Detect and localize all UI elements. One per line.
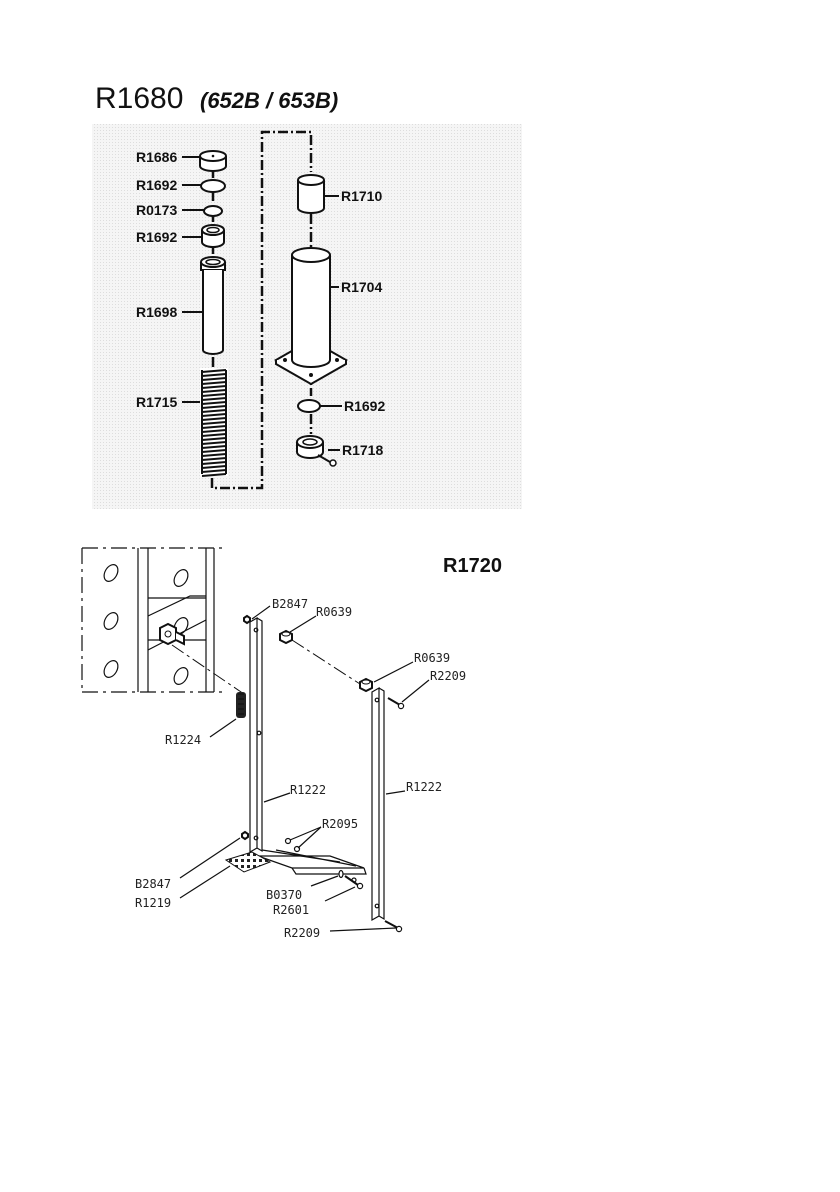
part-r1692-lower-ring [298, 400, 320, 412]
label-r1692-a: R1692 [136, 177, 177, 193]
inset-connector-line [172, 645, 244, 694]
label-r1224: R1224 [165, 733, 201, 747]
part-r2209-screw-bottom [385, 921, 402, 932]
part-r1710-cylinder [298, 175, 324, 213]
main-title-models: (652B / 653B) [200, 88, 338, 113]
part-b2847-nut-top [244, 616, 250, 623]
label-r0173: R0173 [136, 202, 177, 218]
label-b2847-top: B2847 [272, 597, 308, 611]
part-r2209-screw-top [388, 698, 404, 709]
part-r1698-tube [201, 257, 225, 354]
label-r0639-b: R0639 [414, 651, 450, 665]
label-r1704: R1704 [341, 279, 382, 295]
part-r1692-bushing [202, 225, 224, 247]
label-r1222-left: R1222 [290, 783, 326, 797]
spacer-connector-line [292, 640, 360, 684]
label-r1686: R1686 [136, 149, 177, 165]
part-r0639-spacer-bottom [360, 679, 372, 691]
second-title-code: R1720 [443, 555, 502, 577]
label-r1710: R1710 [341, 188, 382, 204]
part-r1686-cap [200, 151, 226, 171]
part-b2847-nut-bottom [242, 832, 248, 839]
part-r1222-right-bar [372, 688, 384, 920]
label-r2209-top: R2209 [430, 669, 466, 683]
part-r0639-spacer-top [280, 631, 292, 643]
part-b0370-washer [339, 871, 343, 878]
part-r2095-washer-a [286, 839, 291, 844]
label-r1219: R1219 [135, 896, 171, 910]
main-title-code: R1680 [95, 82, 183, 115]
part-r1222-left-bar [250, 618, 262, 852]
bottom-leader-lines [180, 606, 429, 931]
label-r0639-a: R0639 [316, 605, 352, 619]
label-r1715: R1715 [136, 394, 177, 410]
label-r1692-b: R1692 [136, 229, 177, 245]
label-r2095: R2095 [322, 817, 358, 831]
label-r2209-bottom: R2209 [284, 926, 320, 940]
label-r1718: R1718 [342, 442, 383, 458]
label-r1222-right: R1222 [406, 780, 442, 794]
part-r1715-spring [200, 368, 228, 476]
bottom-labels: B2847 R0639 R0639 R2209 R1224 R1222 R122… [135, 597, 466, 940]
label-r2601: R2601 [273, 903, 309, 917]
label-b2847-bottom: B2847 [135, 877, 171, 891]
part-r1224-spring [236, 692, 246, 718]
label-r1698: R1698 [136, 304, 177, 320]
label-r1692-c: R1692 [344, 398, 385, 414]
part-r0173-ring [204, 206, 222, 216]
part-r1692-ring [201, 180, 225, 192]
label-b0370: B0370 [266, 888, 302, 902]
rack-detail-inset [82, 548, 222, 692]
